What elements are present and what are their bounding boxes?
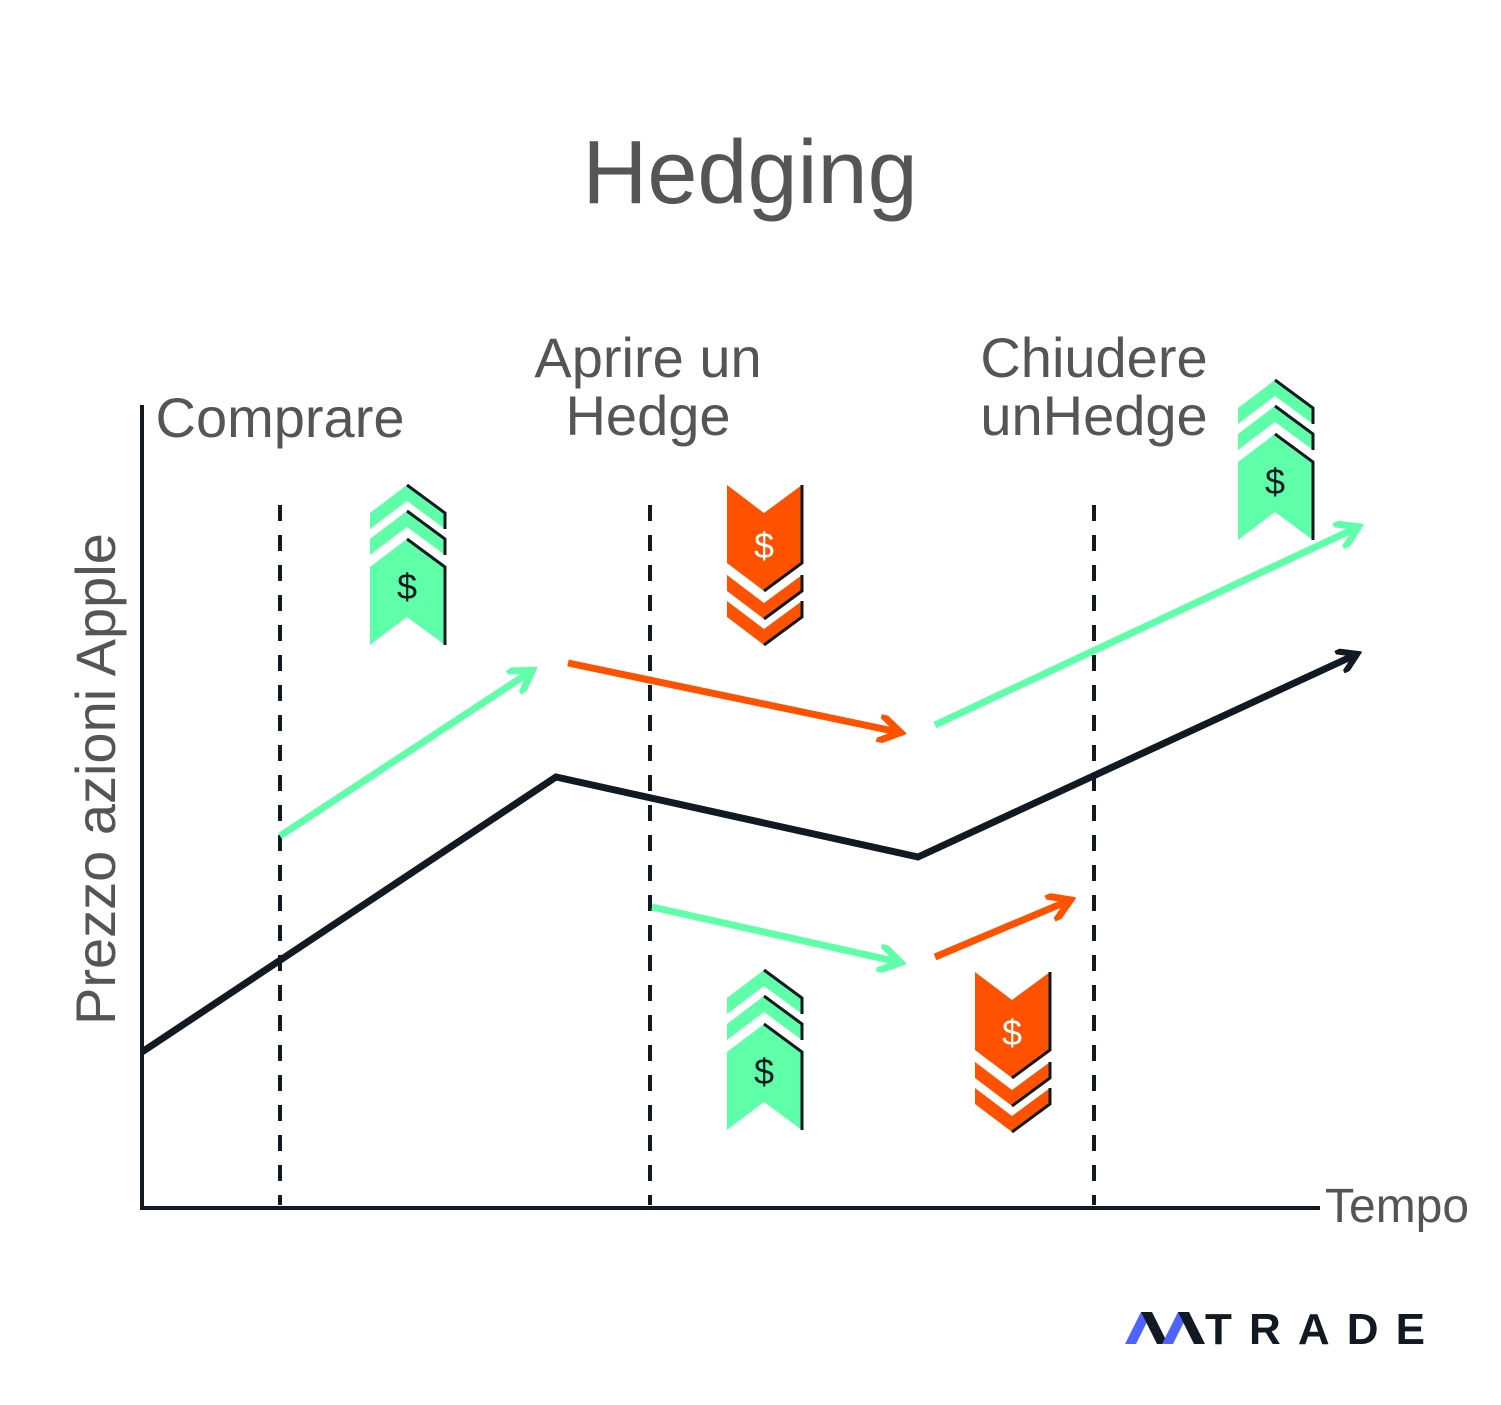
- y-axis-label: Prezzo azioni Apple: [64, 533, 127, 1025]
- svg-text:$: $: [1265, 461, 1285, 502]
- x-axis-label: Tempo: [1325, 1180, 1469, 1233]
- phase-label-close-line2: unHedge: [980, 384, 1207, 447]
- phase-label-open-line1: Aprire un: [534, 326, 761, 389]
- title: Hedging: [582, 123, 917, 223]
- loss-arrow: [933, 901, 1068, 961]
- svg-text:$: $: [1002, 1012, 1022, 1053]
- svg-text:$: $: [397, 566, 417, 607]
- avatrade-logo: TRADE: [1125, 1305, 1425, 1354]
- gain-arrow: [651, 903, 898, 962]
- gain-arrow: [933, 528, 1356, 729]
- dollar-chevrons-up-icon: $: [725, 968, 804, 1132]
- phase-label-open-line2: Hedge: [565, 384, 730, 447]
- svg-text:$: $: [754, 525, 774, 566]
- dollar-chevrons-down-icon: $: [973, 970, 1052, 1134]
- phase-label-close-line1: Chiudere: [980, 326, 1207, 389]
- loss-arrow: [567, 659, 898, 732]
- dollar-chevrons-up-icon: $: [368, 483, 447, 647]
- svg-text:$: $: [754, 1051, 774, 1092]
- phase-label-buy: Comprare: [156, 386, 405, 449]
- dollar-chevrons-up-icon: $: [1236, 378, 1315, 542]
- svg-text:TRADE: TRADE: [1205, 1305, 1425, 1354]
- gain-arrow: [278, 672, 530, 839]
- dollar-chevrons-down-icon: $: [725, 483, 804, 647]
- price-line: [140, 655, 1355, 1055]
